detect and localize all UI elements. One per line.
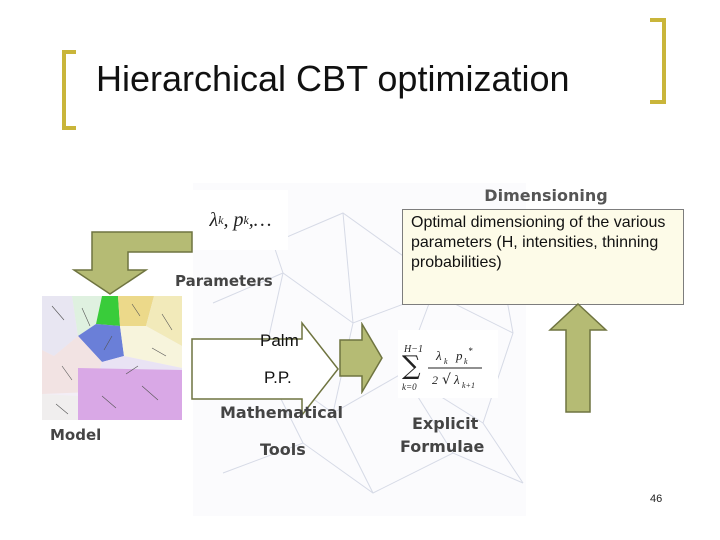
palm-pp-arrow: [191, 321, 339, 417]
formula-graphic: H−1 ∑ k=0 λ k p k * 2 √ λ k+1: [402, 344, 482, 392]
feedback-arrow-right: [548, 302, 608, 413]
formulae-label: Formulae: [400, 437, 485, 456]
mathematical-label: Mathematical: [220, 403, 343, 422]
page-number: 46: [650, 493, 663, 505]
svg-text:H−1: H−1: [403, 344, 423, 355]
svg-text:k+1: k+1: [462, 381, 475, 390]
explicit-label: Explicit: [412, 414, 479, 433]
svg-text:2: 2: [432, 373, 438, 387]
pp-label: P.P.: [264, 368, 292, 387]
parameters-label: Parameters: [175, 272, 273, 290]
title-bracket-right: [650, 18, 666, 104]
explicit-formula: H−1 ∑ k=0 λ k p k * 2 √ λ k+1: [398, 330, 498, 398]
title-bracket-left: [62, 50, 76, 130]
to-formula-arrow: [339, 322, 383, 394]
dimensioning-text: Optimal dimensioning of the various para…: [411, 214, 666, 271]
feedback-arrow-left: [71, 231, 193, 295]
tools-label: Tools: [260, 440, 306, 459]
dimensioning-title: Dimensioning: [484, 186, 608, 205]
svg-text:k: k: [444, 357, 448, 366]
svg-text:λ: λ: [435, 348, 442, 363]
svg-text:p: p: [455, 348, 463, 363]
model-tessellation-image: [42, 296, 182, 420]
palm-label: Palm: [260, 331, 299, 350]
svg-text:λ: λ: [453, 372, 460, 387]
model-label: Model: [50, 426, 102, 444]
svg-text:√: √: [442, 372, 451, 388]
svg-text:k: k: [464, 357, 468, 366]
slide-title: Hierarchical CBT optimization: [96, 58, 570, 99]
svg-text:∑: ∑: [402, 351, 421, 381]
dimensioning-box: Optimal dimensioning of the various para…: [402, 209, 684, 305]
svg-text:k=0: k=0: [402, 382, 417, 392]
svg-text:*: *: [468, 346, 473, 356]
